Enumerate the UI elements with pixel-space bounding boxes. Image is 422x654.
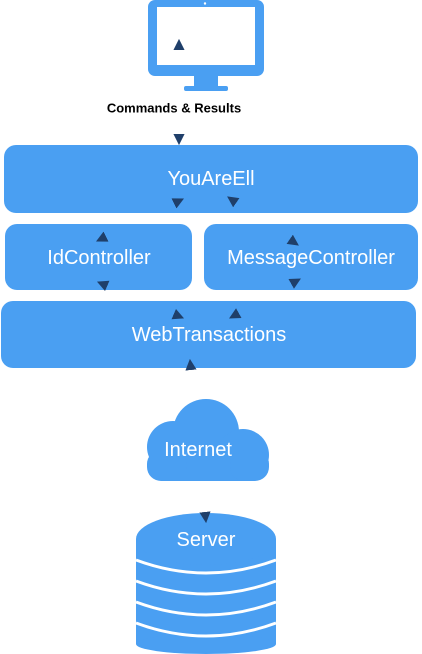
monitor-stand <box>184 86 228 91</box>
youareell-node: YouAreEll <box>4 145 418 213</box>
idcontroller-node: IdController <box>5 224 192 290</box>
webtransactions-node: WebTransactions <box>1 301 416 368</box>
webtransactions-label: WebTransactions <box>132 324 287 346</box>
commands-results-label: Commands & Results <box>107 101 241 116</box>
monitor-screen <box>157 7 255 65</box>
internet-label: Internet <box>164 439 232 461</box>
monitor-neck <box>194 76 218 86</box>
monitor-icon <box>148 0 264 91</box>
messagecontroller-label: MessageController <box>227 247 395 269</box>
messagecontroller-node: MessageController <box>204 224 418 290</box>
monitor-camera <box>203 2 207 5</box>
youareell-label: YouAreEll <box>167 168 254 190</box>
idcontroller-label: IdController <box>47 247 151 269</box>
database-icon <box>135 513 277 654</box>
server-label: Server <box>177 529 236 551</box>
youareell-box <box>4 145 418 213</box>
